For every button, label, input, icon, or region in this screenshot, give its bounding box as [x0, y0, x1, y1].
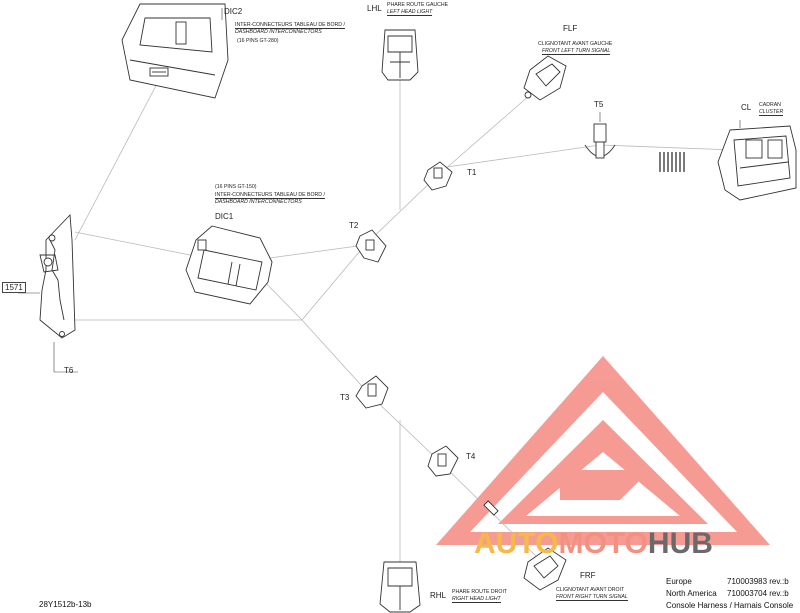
footer-part-1: 710003983 rev.:b — [727, 577, 789, 586]
label-lhl-en: LEFT HEAD LIGHT — [387, 9, 433, 16]
label-dic2-pins: (16 PINS GT-280) — [237, 38, 279, 44]
callout-rhl: RHL — [430, 591, 447, 600]
label-frf-en: FRONT RIGHT TURN SIGNAL — [556, 594, 628, 601]
rhl-connector — [379, 561, 421, 613]
footer-title: Console Harness / Harnais Console — [666, 601, 794, 610]
label-cl-en: CLUSTER — [759, 109, 784, 116]
callout-t3: T3 — [340, 393, 350, 402]
watermark-hub: HUB — [647, 527, 713, 560]
label-dic1-en: DASHBOARD INTERCONNECTORS — [215, 199, 302, 205]
striped-boot — [655, 150, 687, 172]
callout-lhl: LHL — [367, 4, 382, 13]
callout-cl: CL — [741, 103, 752, 112]
leader-lines — [18, 8, 741, 373]
callout-t5: T5 — [594, 100, 604, 109]
dic2-connector — [121, 3, 229, 99]
t5-connector — [584, 123, 616, 159]
callout-dic2: DIC2 — [224, 7, 243, 16]
watermark-text: AUTOMOTOHUB — [474, 527, 713, 561]
label-dic1-fr: INTER-CONNECTEURS TABLEAU DE BORD / — [215, 192, 325, 199]
flf-connector — [523, 55, 567, 101]
label-rhl-en: RIGHT HEAD LIGHT — [452, 596, 501, 603]
callout-t6: T6 — [64, 366, 74, 375]
t2-connector — [355, 229, 387, 263]
label-rhl-fr: PHARE ROUTE DROIT — [452, 589, 508, 595]
t4-connector — [427, 445, 459, 477]
lhl-connector — [381, 29, 419, 81]
label-flf-en: FRONT LEFT TURN SIGNAL — [542, 48, 611, 55]
callout-t1: T1 — [467, 168, 477, 177]
label-dic1-pins: (16 PINS GT-150) — [215, 184, 257, 190]
components — [39, 3, 797, 613]
label-cl-fr: CADRAN — [759, 102, 781, 108]
t1-connector — [423, 161, 453, 191]
label-dic2-fr: INTER-CONNECTEURS TABLEAU DE BORD / — [235, 22, 345, 29]
terminal-pin — [483, 500, 499, 516]
label-dic2-en: DASHBOARD INTERCONNECTORS — [235, 29, 322, 35]
watermark-auto: AUTO — [474, 527, 559, 560]
t3-connector — [355, 375, 389, 409]
callout-frf: FRF — [580, 571, 596, 580]
callout-t4: T4 — [466, 452, 476, 461]
footer-part-2: 710003704 rev.:b — [727, 589, 789, 598]
bracket-1571 — [39, 213, 76, 339]
callout-1571: 1571 — [2, 282, 26, 293]
drawing-number: 28Y1512b-13b — [39, 600, 92, 609]
callout-flf: FLF — [563, 24, 578, 33]
watermark-logo-mark — [436, 356, 770, 545]
callout-t2: T2 — [349, 221, 359, 230]
callout-dic1: DIC1 — [215, 212, 234, 221]
watermark-moto: MOTO — [558, 527, 648, 560]
label-flf-fr: CLIGNOTANT AVANT GAUCHE — [538, 41, 613, 47]
label-lhl-fr: PHARE ROUTE GAUCHE — [387, 2, 449, 8]
label-frf-fr: CLIGNOTANT AVANT DROIT — [556, 587, 625, 593]
cl-connector — [717, 125, 797, 201]
footer-region-1: Europe — [666, 577, 692, 586]
dic1-connector — [185, 225, 273, 305]
footer-region-2: North America — [666, 589, 717, 598]
frf-connector — [523, 547, 567, 591]
